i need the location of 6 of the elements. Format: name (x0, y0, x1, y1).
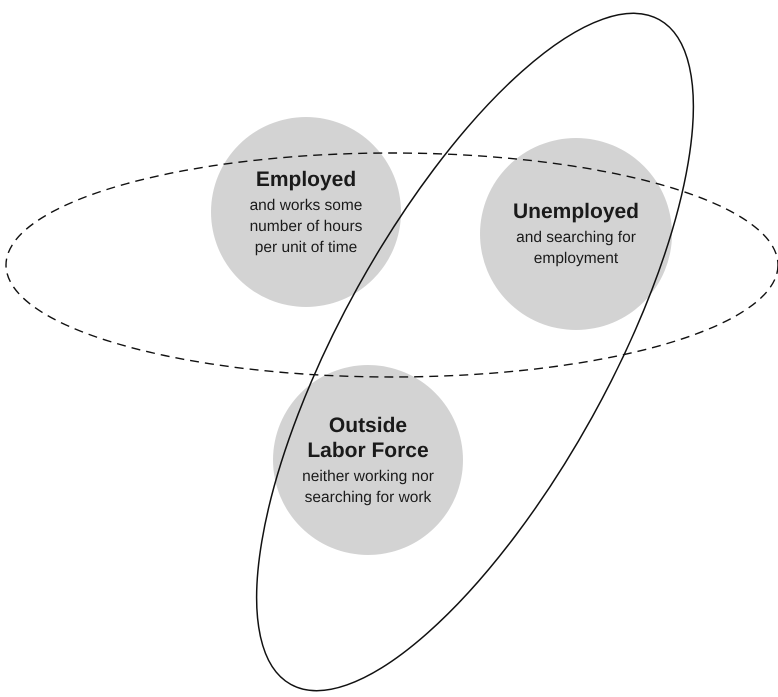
category-description: and searching for employment (515, 228, 637, 269)
category-heading: Unemployed (512, 199, 640, 224)
category-description: neither working nor searching for work (301, 466, 435, 508)
category-description: and works some number of hours per unit of time (248, 196, 364, 258)
category-heading: Employed (256, 166, 356, 192)
category-heading: Outside Labor Force (306, 412, 430, 462)
